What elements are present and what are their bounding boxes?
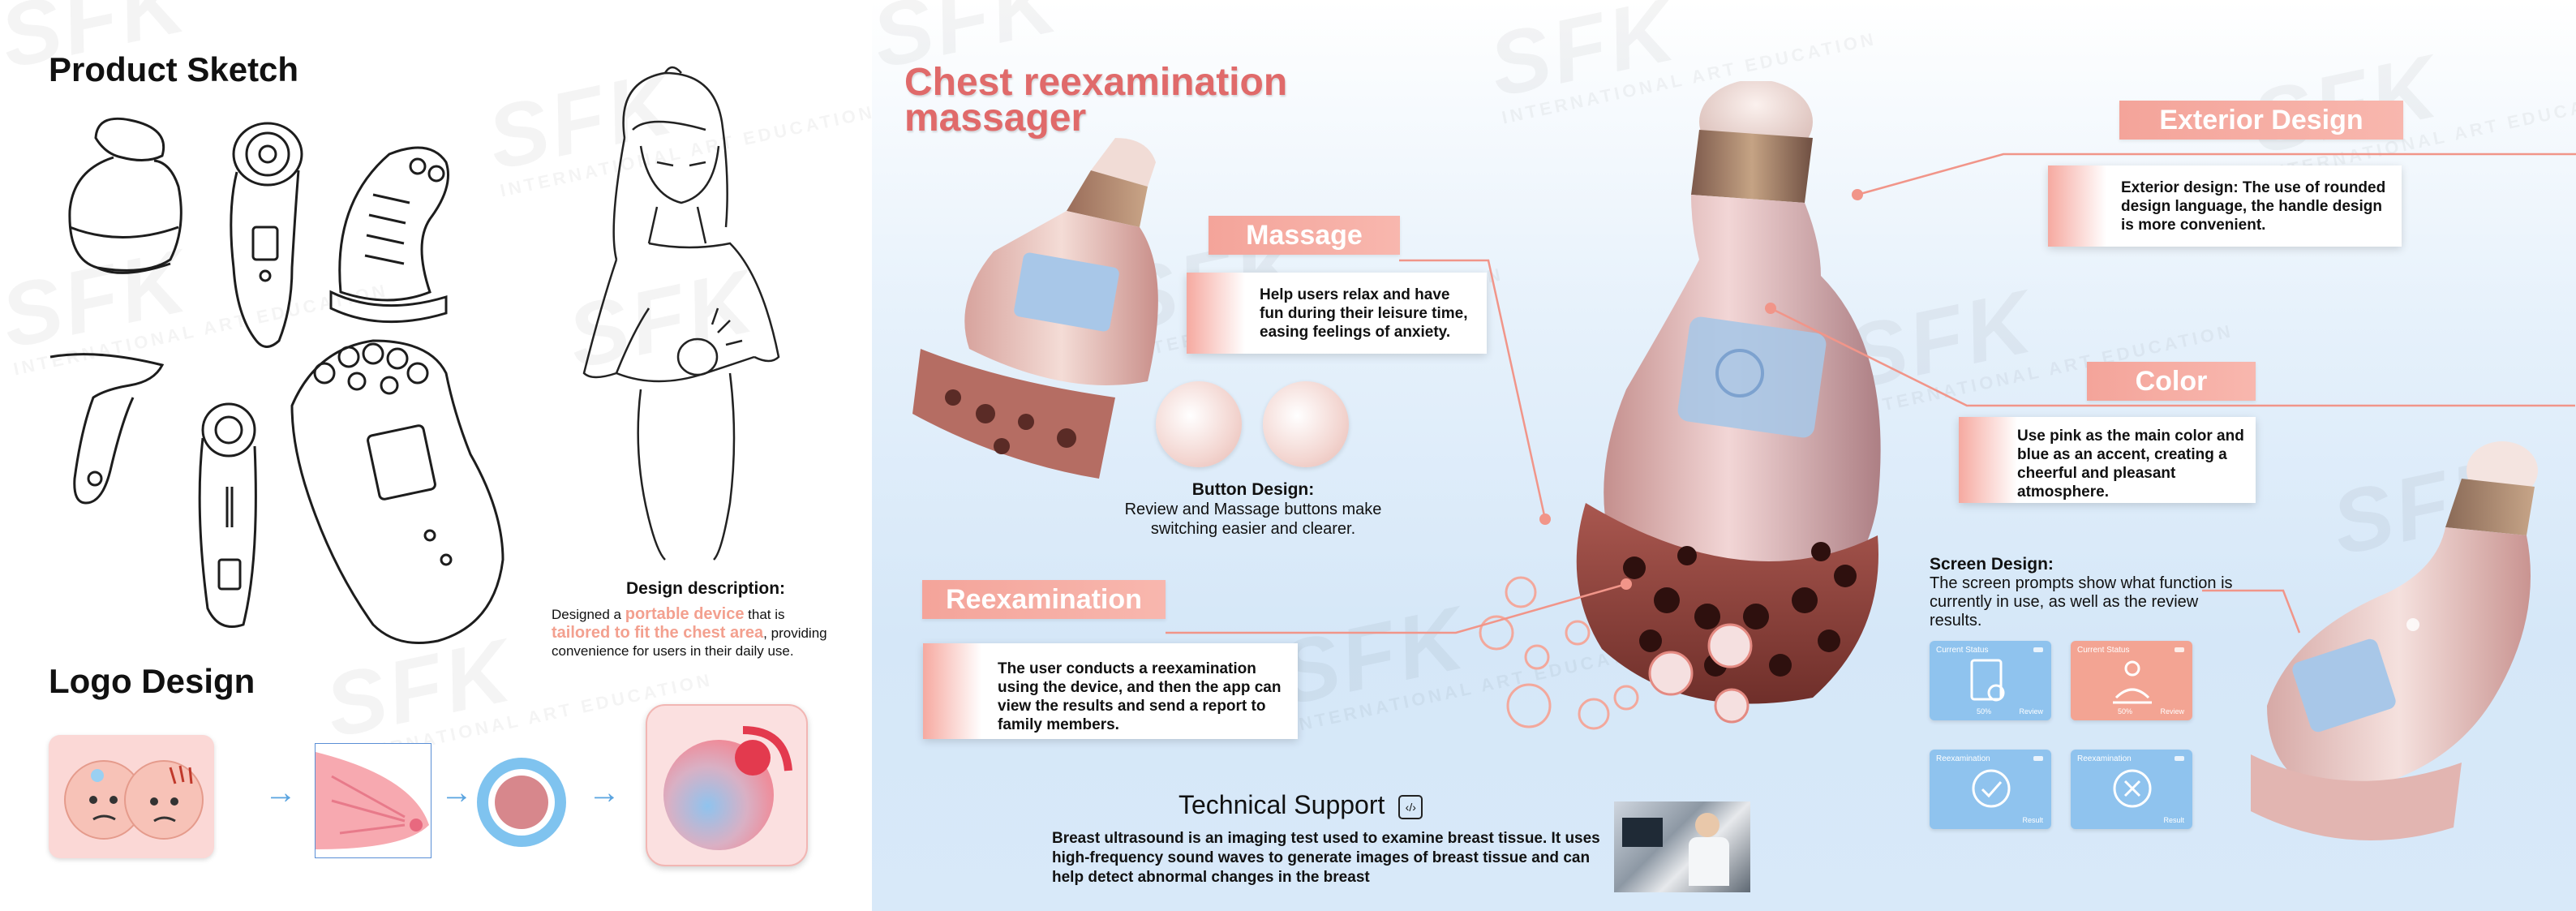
massage-button-render (1263, 381, 1349, 467)
side-device-render (2251, 441, 2538, 840)
massage-person-icon (2113, 660, 2152, 704)
battery-icon (2175, 756, 2184, 761)
color-label: Color (2087, 362, 2256, 401)
massage-description: Help users relax and have fun during the… (1187, 273, 1487, 354)
design-description-text: Designed a portable device that is tailo… (552, 605, 860, 660)
reexamination-label: Reexamination (922, 580, 1166, 619)
callout-lines (1166, 153, 2576, 634)
sketch-device-5 (198, 402, 257, 628)
button-design: Button Design: Review and Massage button… (1107, 480, 1399, 539)
product-sketches (49, 117, 504, 644)
user-sketch-illustration (582, 66, 780, 561)
product-sketch-title: Product Sketch (49, 50, 299, 88)
logo-design-title: Logo Design (49, 662, 255, 700)
button-design-heading: Button Design: (1191, 480, 1315, 499)
desc-text: Designed a (552, 607, 625, 622)
screen-card: Reexamination Result (2071, 750, 2192, 829)
check-circle-icon (1972, 769, 2011, 808)
sketch-device-2 (230, 122, 303, 348)
sketch-device-4 (49, 353, 165, 505)
technical-support-heading: Technical Support ‹/› (1179, 790, 1423, 820)
exterior-design-label: Exterior Design (2119, 101, 2403, 140)
doctor-head (1695, 813, 1719, 837)
desc-text: convenience for users in their daily use… (552, 643, 794, 659)
small-device-render (912, 138, 1158, 479)
logo-step-worried-faces (49, 735, 214, 858)
document-search-icon (1970, 659, 2005, 702)
button-design-text: switching easier and clearer. (1150, 520, 1356, 538)
screen-card: Reexamination Result (1930, 750, 2051, 829)
arrow-right-icon: → (440, 775, 473, 810)
screen-result: Result (2163, 816, 2184, 824)
breast-shape-icon (316, 752, 429, 849)
review-button-render (1156, 381, 1242, 467)
code-icon: ‹/› (1398, 794, 1423, 819)
button-design-text: Review and Massage buttons make (1124, 501, 1382, 518)
desc-text: , providing (763, 625, 827, 641)
desc-highlight: tailored to fit the chest area (552, 624, 764, 642)
worried-faces-icon (64, 760, 204, 840)
desc-highlight: portable device (625, 605, 745, 623)
ultrasound-photo (1614, 801, 1750, 892)
screen-label: Current Status (2077, 646, 2130, 655)
screen-design-text: The screen prompts show what function is… (1930, 574, 2233, 630)
reexamination-text: The user conducts a reexamination using … (998, 660, 1282, 733)
screen-percent: 50% (1977, 707, 1992, 715)
right-panel: SFK SFKINTERNATIONAL ART EDUCATION SFKIN… (872, 0, 2576, 911)
gradient-accent (1187, 273, 1245, 354)
screen-design-heading: Screen Design: (1930, 555, 2054, 574)
doctor-coat (1689, 837, 1729, 886)
monitor-shape (1622, 818, 1663, 847)
screen-card: Current Status 50% Review (2071, 641, 2192, 720)
screen-result: Review (2160, 707, 2184, 715)
sketch-device-1 (68, 117, 182, 274)
screen-result: Review (2019, 707, 2043, 715)
technical-support-text: Breast ultrasound is an imaging test use… (1052, 830, 1600, 886)
screen-label: Reexamination (2077, 754, 2132, 763)
sketch-device-6 (290, 339, 504, 644)
gradient-accent (923, 643, 981, 739)
screen-card: Current Status 50% Review (1930, 641, 2051, 720)
final-logo-icon (663, 726, 792, 850)
technical-support-title: Technical Support (1179, 790, 1385, 819)
battery-icon (2175, 647, 2184, 652)
logo-step-circle-icon (477, 758, 566, 847)
gradient-accent (2048, 165, 2106, 247)
main-title-line2: massager (904, 97, 1087, 140)
battery-icon (2033, 756, 2043, 761)
design-description-heading: Design description: (625, 579, 786, 598)
arrow-right-icon: → (588, 775, 620, 810)
left-panel: SFK SFKINTERNATIONAL ART EDUCATION SFKIN… (0, 0, 872, 911)
screen-result: Result (2022, 816, 2043, 824)
main-device-render (1479, 81, 1881, 730)
exterior-design-description: Exterior design: The use of rounded desi… (2048, 165, 2402, 247)
final-app-logo (646, 704, 808, 866)
color-text: Use pink as the main color and blue as a… (2017, 428, 2244, 501)
screen-label: Reexamination (1936, 754, 1990, 763)
main-title: Chest reexamination massager (904, 61, 1288, 140)
sketch-device-3 (329, 146, 449, 324)
reexamination-description: The user conducts a reexamination using … (923, 643, 1298, 739)
screen-design: Screen Design: The screen prompts show w… (1930, 555, 2246, 630)
arrow-right-icon: → (264, 775, 297, 810)
massage-text: Help users relax and have fun during the… (1260, 286, 1468, 341)
screen-percent: 50% (2118, 707, 2133, 715)
x-circle-icon (2113, 769, 2152, 808)
massage-label: Massage (1209, 216, 1400, 255)
desc-text: that is (744, 607, 785, 622)
logo-step-breast-outline (315, 743, 431, 858)
screen-label: Current Status (1936, 646, 1989, 655)
gradient-accent (1959, 417, 2017, 503)
exterior-design-text: Exterior design: The use of rounded desi… (2121, 179, 2386, 234)
battery-icon (2033, 647, 2043, 652)
main-title-line1: Chest reexamination (904, 61, 1288, 104)
design-description: Design description: Designed a portable … (552, 579, 860, 660)
color-description: Use pink as the main color and blue as a… (1959, 417, 2256, 503)
